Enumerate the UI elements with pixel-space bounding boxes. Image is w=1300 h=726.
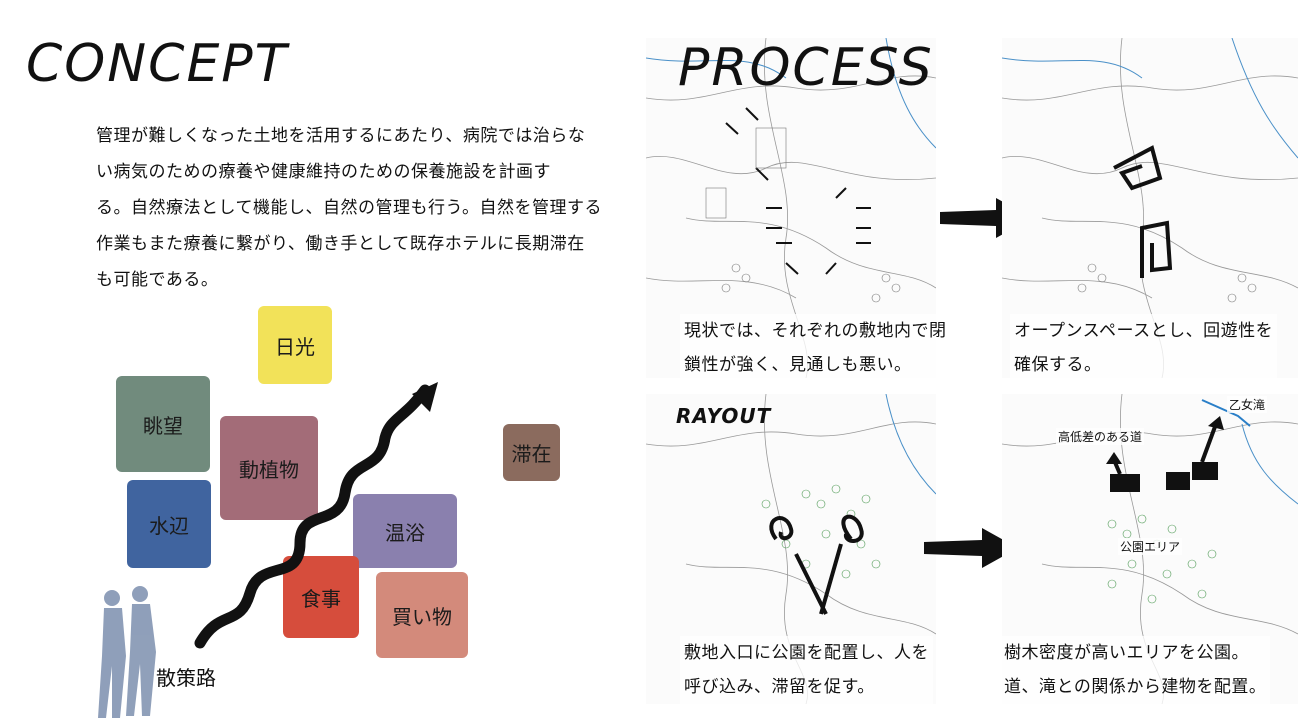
caption-line: オープンスペースとし、回遊性を	[1014, 321, 1274, 341]
swatch-sunlight: 日光	[258, 306, 332, 384]
caption-line: 鎖性が強く、見通しも悪い。	[684, 355, 912, 375]
swatch-label: 滞在	[511, 442, 552, 466]
concept-line: る。自然療法として機能し、自然の管理も行う。自然を管理する	[96, 198, 602, 218]
concept-heading: CONCEPT	[26, 34, 289, 94]
swatch-view: 眺望	[116, 376, 210, 472]
caption-line: 道、滝との関係から建物を配置。	[1004, 677, 1267, 697]
caption-line: 呼び込み、滞留を促す。	[684, 677, 875, 697]
swatch-stay: 滞在	[503, 424, 560, 481]
concept-line: 作業もまた療養に繋がり、働き手として既存ホテルに長期滞在	[96, 234, 585, 254]
map-label-park-area: 公園エリア	[1118, 538, 1183, 555]
caption-line: 確保する。	[1014, 355, 1102, 375]
swatch-waterside: 水辺	[127, 480, 211, 568]
swatch-label: 水辺	[149, 513, 189, 538]
swatch-label: 動植物	[239, 457, 299, 482]
concept-line: も可能である。	[96, 270, 219, 290]
process-caption-3: 敷地入口に公園を配置し、人を 呼び込み、滞留を促す。	[680, 636, 933, 704]
process-caption-2: オープンスペースとし、回遊性を 確保する。	[1010, 314, 1278, 382]
site-map-open-space	[1002, 38, 1298, 378]
concept-line: 管理が難しくなった土地を活用するにあたり、病院では治らな	[96, 126, 586, 146]
map-label-slope-road: 高低差のある道	[1056, 428, 1145, 445]
swatch-shopping: 買い物	[376, 572, 468, 658]
swatch-label: 買い物	[392, 604, 452, 629]
swatch-flora-fauna: 動植物	[220, 416, 318, 520]
caption-line: 敷地入口に公園を配置し、人を	[684, 643, 929, 663]
swatch-meal: 食事	[283, 556, 359, 638]
process-arrow-2	[924, 528, 1018, 568]
swatch-hot-bath: 温浴	[353, 494, 457, 568]
caption-line: 樹木密度が高いエリアを公園。	[1004, 643, 1249, 663]
caption-line: 現状では、それぞれの敷地内で閉	[684, 321, 947, 341]
walking-path-label: 散策路	[156, 666, 216, 690]
swatch-label: 温浴	[385, 520, 425, 545]
concept-line: い病気のための療養や健康維持のための保養施設を計画す	[96, 162, 551, 182]
process-caption-4: 樹木密度が高いエリアを公園。 道、滝との関係から建物を配置。	[1000, 636, 1271, 704]
walking-path-arrow	[194, 382, 438, 649]
swatch-label: 日光	[275, 334, 315, 359]
process-heading: PROCESS	[678, 38, 934, 98]
map-label-waterfall: 乙女滝	[1227, 396, 1268, 413]
process-caption-1: 現状では、それぞれの敷地内で閉 鎖性が強く、見通しも悪い。	[680, 314, 951, 382]
concept-description: 管理が難しくなった土地を活用するにあたり、病院では治らな い病気のための療養や健…	[96, 118, 616, 298]
layout-heading: RAYOUT	[676, 404, 772, 428]
swatch-label: 食事	[301, 586, 341, 611]
walking-people-icon	[98, 586, 156, 718]
swatch-label: 眺望	[143, 413, 183, 438]
